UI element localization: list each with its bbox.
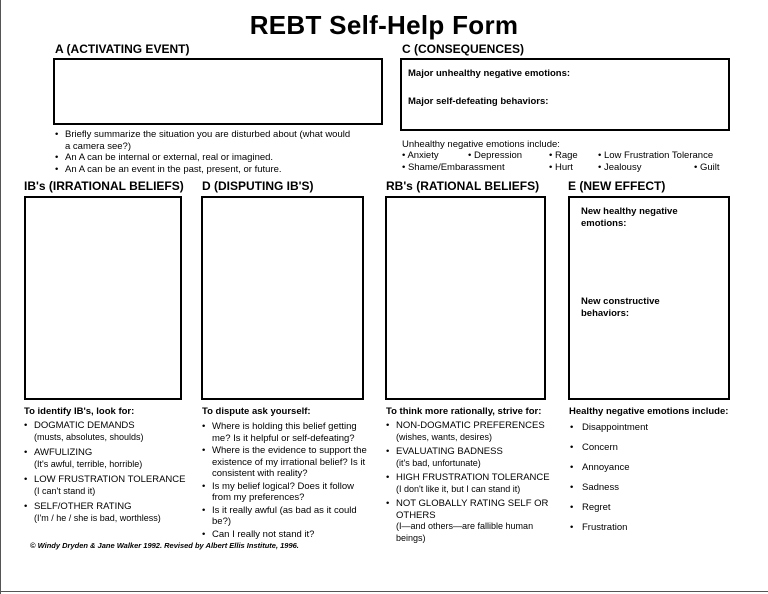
disputing-box[interactable] bbox=[201, 196, 364, 400]
new-effect-box[interactable]: New healthy negative emotions: New const… bbox=[568, 196, 730, 400]
dispute-item-stand: Can I really not stand it? bbox=[202, 529, 372, 541]
healthy-emotion-disappointment: Disappointment bbox=[570, 422, 730, 442]
emotion-hurt: Hurt bbox=[549, 162, 573, 174]
rational-beliefs-box[interactable] bbox=[385, 196, 546, 400]
healthy-emotion-sadness: Sadness bbox=[570, 482, 730, 502]
emotion-low-frustration: Low Frustration Tolerance bbox=[598, 150, 713, 162]
emotion-guilt: Guilt bbox=[694, 162, 720, 174]
irrational-beliefs-box[interactable] bbox=[24, 196, 182, 400]
emotion-jealousy: Jealousy bbox=[598, 162, 642, 174]
emotion-anxiety: Anxiety bbox=[402, 150, 438, 162]
healthy-emotion-annoyance: Annoyance bbox=[570, 462, 730, 482]
emotion-depression: Depression bbox=[468, 150, 522, 162]
activating-event-heading: A (ACTIVATING EVENT) bbox=[55, 42, 190, 56]
dispute-item-logical: Is my belief logical? Does it follow fro… bbox=[202, 481, 372, 504]
dispute-ask-label: To dispute ask yourself: bbox=[202, 406, 311, 417]
irrational-beliefs-heading: IB's (IRRATIONAL BELIEFS) bbox=[24, 179, 184, 193]
activating-event-tips: Briefly summarize the situation you are … bbox=[55, 129, 355, 175]
unhealthy-emotions-include: Unhealthy negative emotions include: bbox=[402, 139, 560, 150]
ib-list: DOGMATIC DEMANDS(musts, absolutes, shoul… bbox=[24, 420, 194, 527]
self-defeating-behaviors-label: Major self-defeating behaviors: bbox=[408, 96, 549, 107]
ib-item-awfulizing: AWFULIZING(It's awful, terrible, horribl… bbox=[24, 447, 194, 470]
consequences-box[interactable]: Major unhealthy negative emotions: Major… bbox=[400, 58, 730, 131]
rb-item-badness: EVALUATING BADNESS(it's bad, unfortunate… bbox=[386, 446, 558, 469]
healthy-emotion-frustration: Frustration bbox=[570, 522, 730, 542]
rb-list: NON-DOGMATIC PREFERENCES(wishes, wants, … bbox=[386, 420, 558, 547]
healthy-emotions-list: Disappointment Concern Annoyance Sadness… bbox=[570, 422, 730, 542]
rational-beliefs-heading: RB's (RATIONAL BELIEFS) bbox=[386, 179, 540, 193]
dispute-item-awful: Is it really awful (as bad as it could b… bbox=[202, 505, 372, 528]
unhealthy-emotions-label: Major unhealthy negative emotions: bbox=[408, 68, 571, 79]
emotion-shame: Shame/Embarassment bbox=[402, 162, 505, 174]
healthy-emotion-concern: Concern bbox=[570, 442, 730, 462]
dispute-list: Where is holding this belief getting me?… bbox=[202, 421, 372, 541]
scan-edge-bottom bbox=[0, 591, 768, 592]
healthy-emotion-regret: Regret bbox=[570, 502, 730, 522]
activating-event-box[interactable] bbox=[53, 58, 383, 125]
tip-summarize: Briefly summarize the situation you are … bbox=[55, 129, 355, 152]
emotion-rage: Rage bbox=[549, 150, 578, 162]
unhealthy-emotions-row-2: Shame/Embarassment Hurt Jealousy Guilt bbox=[402, 162, 742, 174]
new-effect-heading: E (NEW EFFECT) bbox=[568, 179, 666, 193]
consequences-heading: C (CONSEQUENCES) bbox=[402, 42, 525, 56]
rb-strive-label: To think more rationally, strive for: bbox=[386, 406, 542, 417]
dispute-item-helpful: Where is holding this belief getting me?… bbox=[202, 421, 372, 444]
rb-item-preferences: NON-DOGMATIC PREFERENCES(wishes, wants, … bbox=[386, 420, 558, 443]
new-constructive-behaviors-label: New constructive behaviors: bbox=[581, 296, 660, 319]
unhealthy-emotions-row-1: Anxiety Depression Rage Low Frustration … bbox=[402, 150, 742, 162]
dispute-item-evidence: Where is the evidence to support the exi… bbox=[202, 445, 372, 480]
rb-item-hft: HIGH FRUSTRATION TOLERANCE(I don't like … bbox=[386, 472, 558, 495]
healthy-emotions-include-label: Healthy negative emotions include: bbox=[569, 406, 729, 417]
tip-internal: An A can be internal or external, real o… bbox=[55, 152, 355, 164]
scan-edge-left bbox=[0, 0, 1, 594]
form-title: REBT Self-Help Form bbox=[249, 10, 519, 40]
disputing-heading: D (DISPUTING IB'S) bbox=[202, 179, 314, 193]
tip-time: An A can be an event in the past, presen… bbox=[55, 164, 355, 176]
new-healthy-emotions-label: New healthy negative emotions: bbox=[581, 206, 678, 229]
rb-item-not-rating: NOT GLOBALLY RATING SELF OR OTHERS(I—and… bbox=[386, 498, 558, 544]
ib-item-rating: SELF/OTHER RATING(I'm / he / she is bad,… bbox=[24, 501, 194, 524]
ib-look-for-label: To identify IB's, look for: bbox=[24, 406, 135, 417]
ib-item-lft: LOW FRUSTRATION TOLERANCE(I can't stand … bbox=[24, 474, 194, 497]
ib-item-demands: DOGMATIC DEMANDS(musts, absolutes, shoul… bbox=[24, 420, 194, 443]
copyright-notice: © Windy Dryden & Jane Walker 1992. Revis… bbox=[30, 541, 299, 550]
